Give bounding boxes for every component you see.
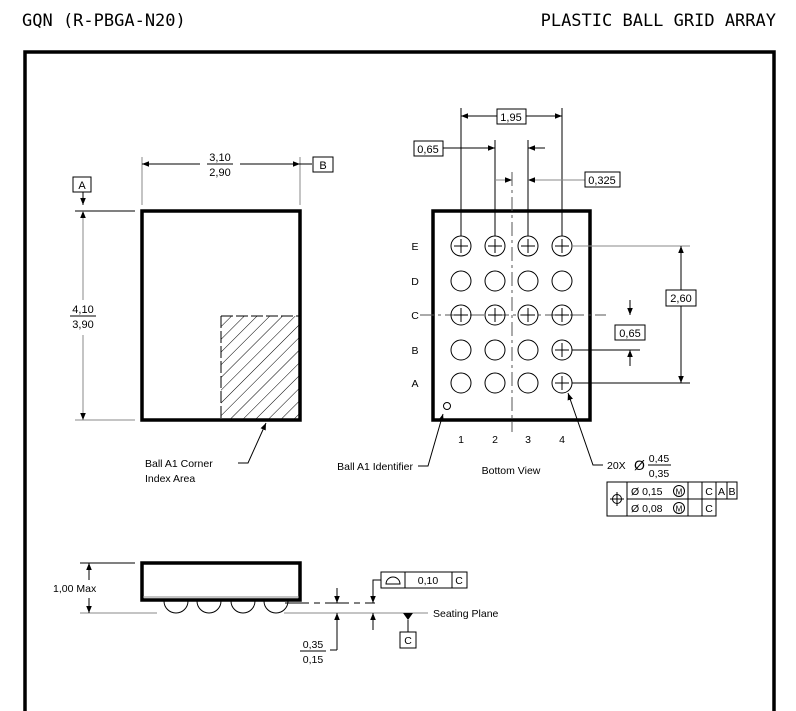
datum-a: A: [78, 180, 86, 192]
ball-E3: [517, 235, 539, 257]
ball-E4: [551, 235, 573, 257]
index-area-hatch: [221, 316, 300, 420]
mmc-icon: [673, 502, 685, 514]
bottom-view-title: Bottom View: [482, 465, 541, 477]
position-tolerance-frame: Ø 0,15 M C A B Ø 0,08 M C: [606, 481, 738, 517]
coplanarity-value: 0,10: [418, 575, 439, 587]
datum-b: B: [319, 160, 326, 172]
pitch-span: 1,95: [500, 112, 521, 124]
row-label: E: [411, 241, 418, 253]
row-label: B: [411, 345, 418, 357]
solder-balls: [163, 600, 289, 614]
column-label: 2: [492, 434, 498, 446]
row-pitch: 0,65: [619, 328, 640, 340]
ball-D2: [484, 270, 506, 292]
ball-D4: [551, 270, 573, 292]
datum-c: C: [404, 635, 412, 647]
mmc-modifier: M: [676, 505, 683, 514]
datum-ref: B: [728, 486, 735, 498]
column-label: 4: [559, 434, 565, 446]
width-max: 3,10: [209, 152, 230, 164]
row-label: D: [411, 276, 419, 288]
corner-label-line2: Index Area: [145, 473, 195, 485]
ball-B3: [517, 339, 539, 361]
standoff-max: 0,35: [303, 639, 324, 651]
ball-pitch: 0,65: [417, 144, 438, 156]
top-view: 3,10 2,90 B A 4,10 3,90 Ball A1 Corner I…: [70, 152, 334, 485]
ball-A1: [450, 372, 472, 394]
side-view: 1,00 Max Seating Plane 0,35 0,15 0,10 C …: [53, 561, 499, 666]
width-min: 2,90: [209, 167, 230, 179]
position-symbol-icon: [610, 492, 624, 506]
row-span: 2,60: [670, 293, 691, 305]
package-type: PLASTIC BALL GRID ARRAY: [541, 11, 776, 31]
datum-triangle-icon: [403, 613, 413, 620]
coplanarity-frame: 0,10 C: [380, 571, 468, 589]
length-max: 4,10: [72, 304, 93, 316]
a1-identifier-label: Ball A1 Identifier: [337, 461, 413, 473]
coplanarity-ref: C: [455, 575, 463, 587]
ball-C1: [450, 304, 472, 326]
ball-B4: [551, 339, 573, 361]
column-label: 1: [458, 434, 464, 446]
ball-grid: [450, 235, 573, 394]
mmc-icon: [673, 485, 685, 497]
package-outline-top: [140, 209, 302, 422]
ball-C3: [517, 304, 539, 326]
package-code: GQN (R-PBGA-N20): [22, 11, 186, 31]
ball-A2: [484, 372, 506, 394]
ball-dia-min: 0,35: [649, 468, 670, 480]
a1-identifier-dot: [443, 402, 451, 410]
ball-dia-max: 0,45: [649, 453, 670, 465]
position-tol-2: Ø 0,08: [631, 503, 663, 515]
ball-C4: [551, 304, 573, 326]
center-offset: 0,325: [588, 175, 616, 187]
ball-D3: [517, 270, 539, 292]
ball-A3: [517, 372, 539, 394]
row-label: A: [411, 378, 418, 390]
drawing-frame: [23, 50, 776, 711]
mmc-modifier: M: [676, 488, 683, 497]
ball-B2: [484, 339, 506, 361]
bottom-view: E D C B A 1 2 3 4 Bottom View 1,95 0,65 …: [337, 108, 738, 517]
position-tol-1: Ø 0,15: [631, 486, 663, 498]
datum-ref: A: [718, 486, 725, 498]
ball-E2: [484, 235, 506, 257]
datum-ref: C: [705, 503, 713, 515]
ball-E1: [450, 235, 472, 257]
ball-D1: [450, 270, 472, 292]
datum-ref: C: [705, 486, 713, 498]
standoff-min: 0,15: [303, 654, 324, 666]
profile-surface-icon: [385, 576, 401, 585]
length-min: 3,90: [72, 319, 93, 331]
seating-plane-label: Seating Plane: [433, 608, 499, 620]
package-outline-side: [140, 561, 302, 602]
ball-A4: [551, 372, 573, 394]
column-label: 3: [525, 434, 531, 446]
diameter-symbol: Ø: [634, 457, 645, 473]
ball-C2: [484, 304, 506, 326]
row-label: C: [411, 310, 419, 322]
ball-count: 20X: [607, 460, 626, 472]
corner-label-line1: Ball A1 Corner: [145, 458, 213, 470]
ball-B1: [450, 339, 472, 361]
height-label: 1,00 Max: [53, 583, 97, 595]
